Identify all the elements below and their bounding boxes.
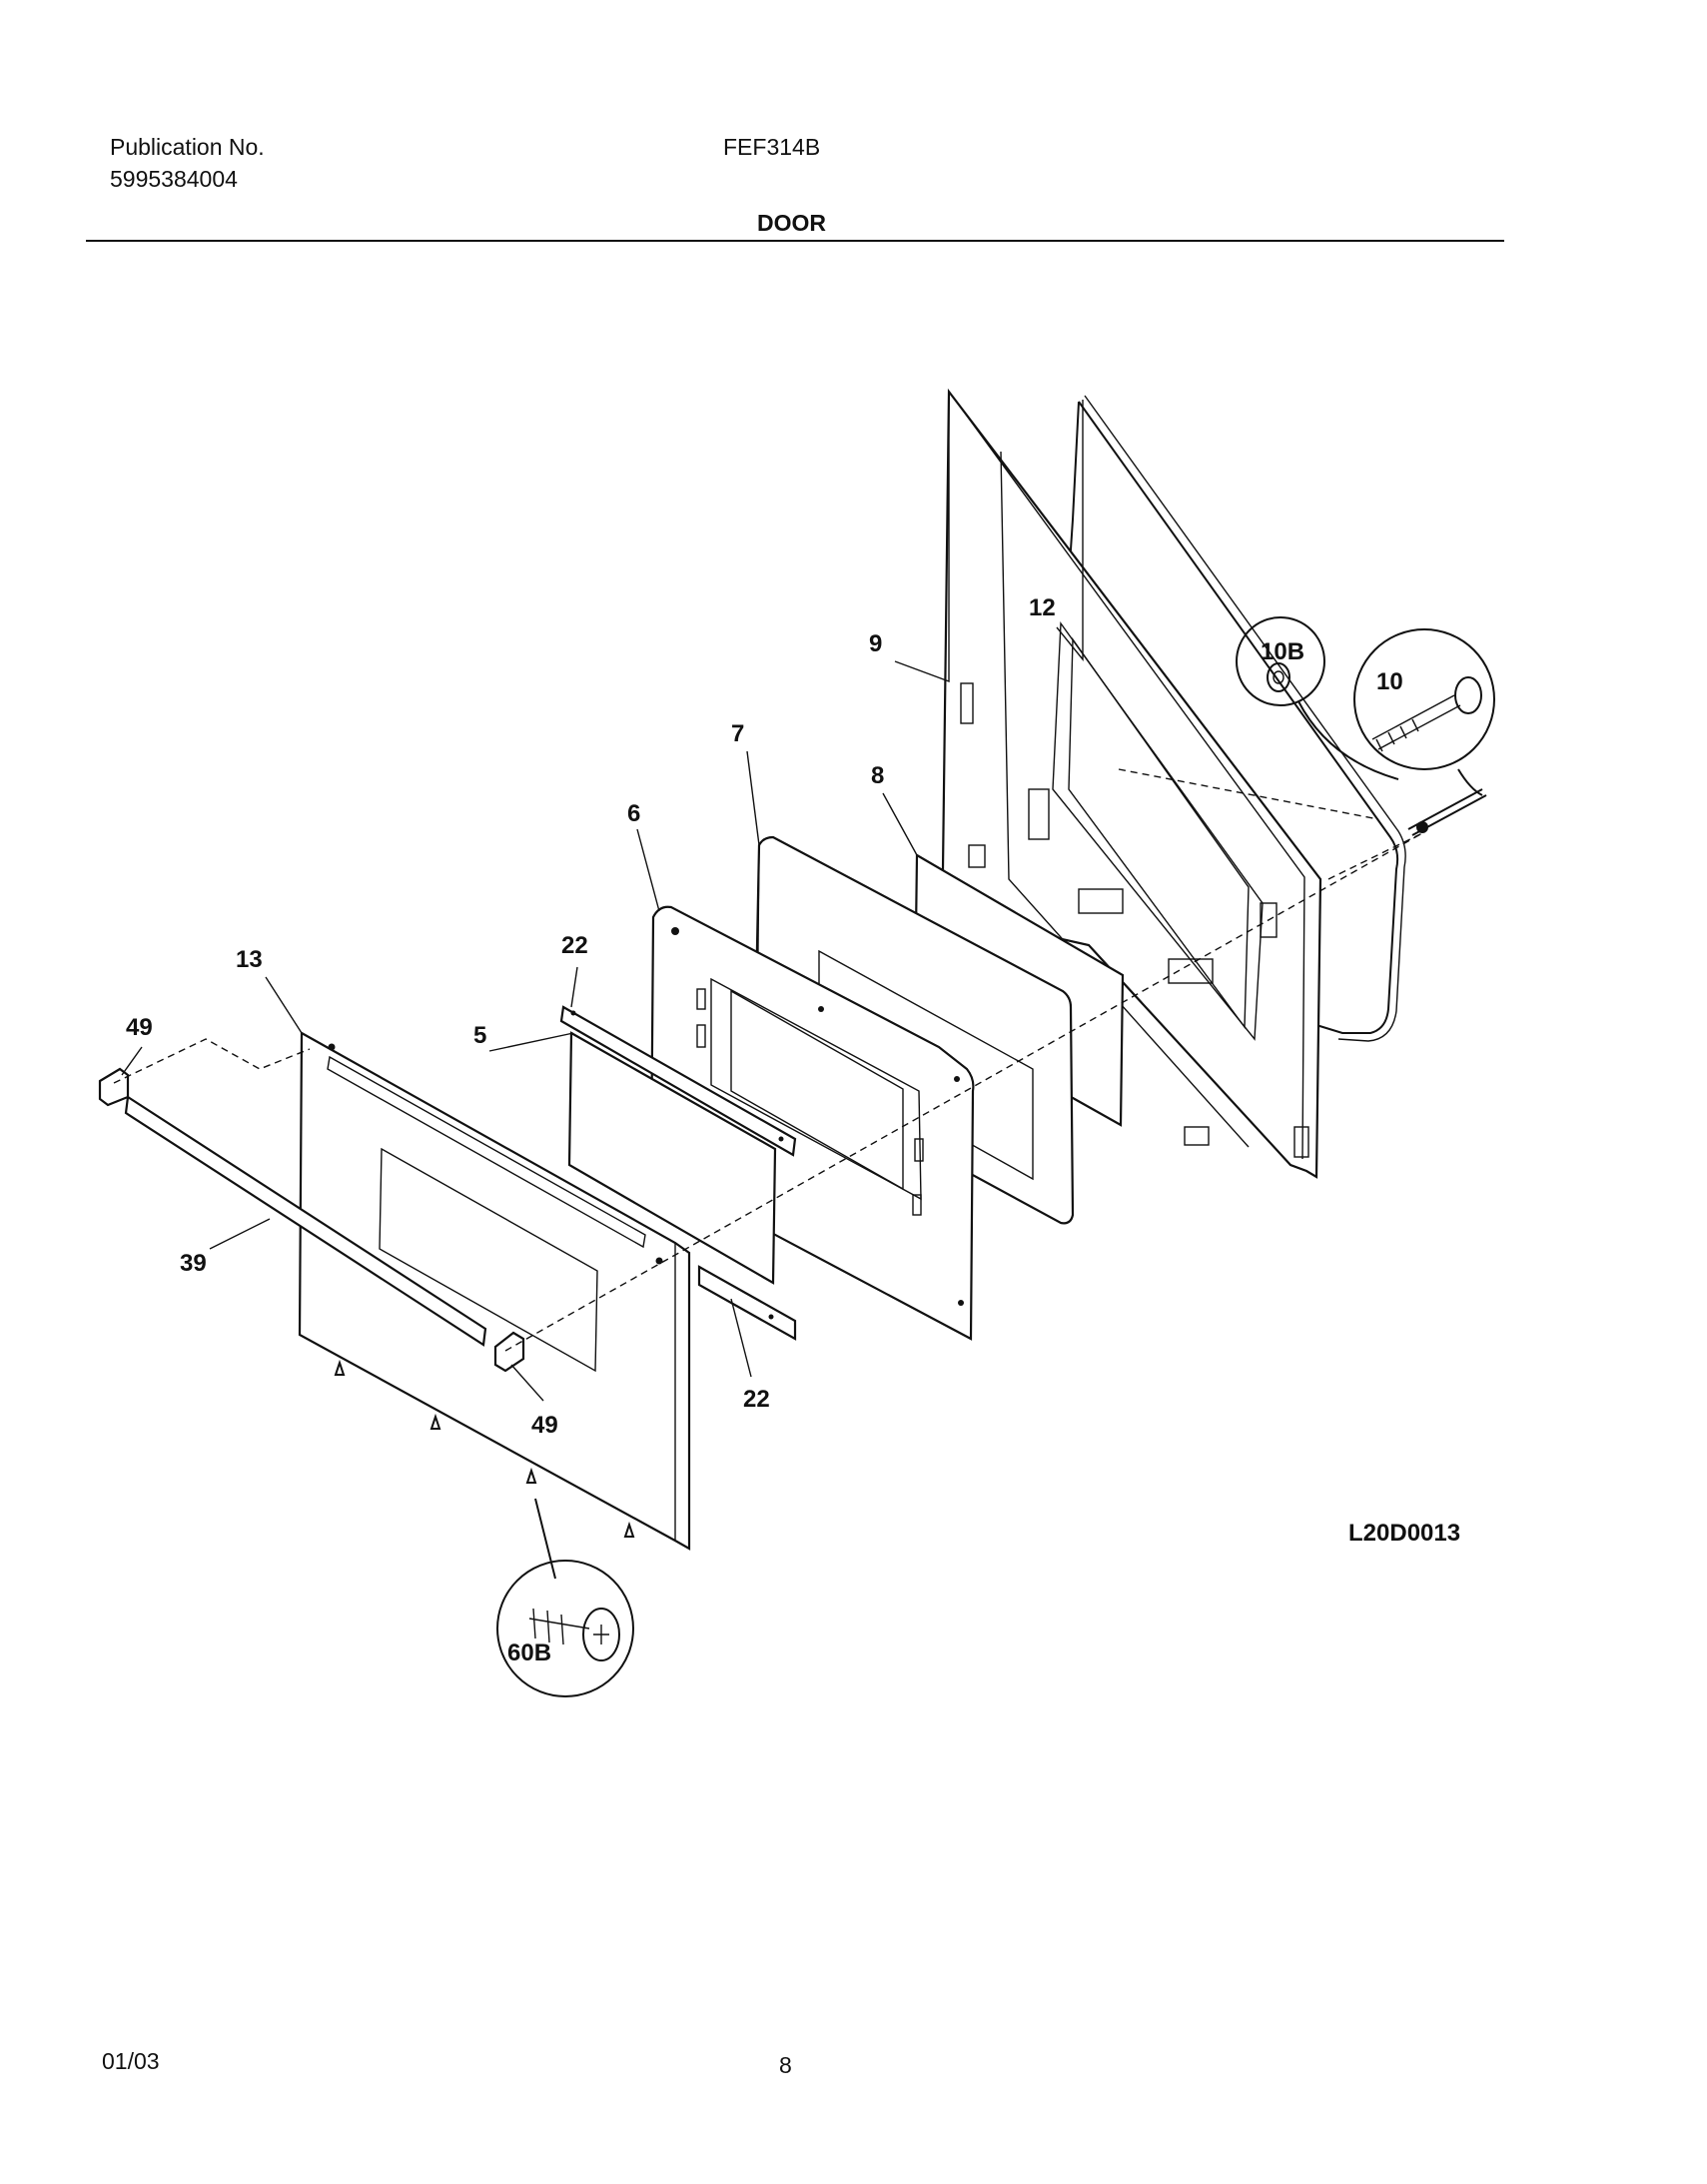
callout-12: 12: [1029, 594, 1056, 621]
footer-date: 01/03: [102, 2048, 160, 2074]
callout-49-left: 49: [126, 1014, 153, 1041]
publication-number: 5995384004: [110, 166, 238, 192]
detail-circle-60b: [496, 1498, 634, 1697]
header-divider: [86, 240, 1504, 242]
callout-labels: 12 9 10B 10 7 8 6 22 13 5 49 39 22 49 60…: [126, 594, 1460, 1666]
assembly-lines: [113, 768, 1423, 1352]
window-glass-part-5: [567, 1031, 777, 1285]
callout-6: 6: [627, 800, 640, 827]
callout-7: 7: [731, 720, 744, 747]
channel-part-22-lower: [697, 1265, 797, 1341]
footer-page-number: 8: [779, 2052, 792, 2078]
door-screws: [334, 1359, 635, 1538]
callout-5: 5: [473, 1022, 486, 1049]
callout-22-upper: 22: [561, 932, 588, 959]
callout-9: 9: [869, 630, 882, 657]
end-cap-part-49-left: [98, 1067, 130, 1107]
callout-8: 8: [871, 762, 884, 789]
drawing-code: L20D0013: [1348, 1520, 1460, 1547]
section-title: DOOR: [757, 210, 826, 236]
end-cap-part-49-right: [493, 1331, 525, 1373]
outer-door-panel-part-13: [298, 1031, 691, 1551]
publication-label: Publication No.: [110, 134, 265, 160]
callout-49-right: 49: [531, 1412, 558, 1439]
callout-60b: 60B: [507, 1639, 551, 1666]
callout-10b: 10B: [1261, 638, 1304, 665]
inner-door-liner-part-9: [941, 388, 1322, 1179]
callout-13: 13: [236, 946, 263, 973]
callout-39: 39: [180, 1250, 207, 1277]
callout-22-lower: 22: [743, 1386, 770, 1413]
callout-10: 10: [1376, 668, 1403, 695]
screw-part-10: [1407, 788, 1487, 836]
model-number: FEF314B: [723, 134, 821, 160]
detail-circle-10: [1353, 628, 1495, 796]
handle-rail-part-39: [124, 1095, 487, 1347]
callout-leaders: [121, 400, 1084, 1402]
channel-part-22-upper: [559, 1005, 797, 1157]
detail-circle-10b: [1236, 616, 1399, 780]
